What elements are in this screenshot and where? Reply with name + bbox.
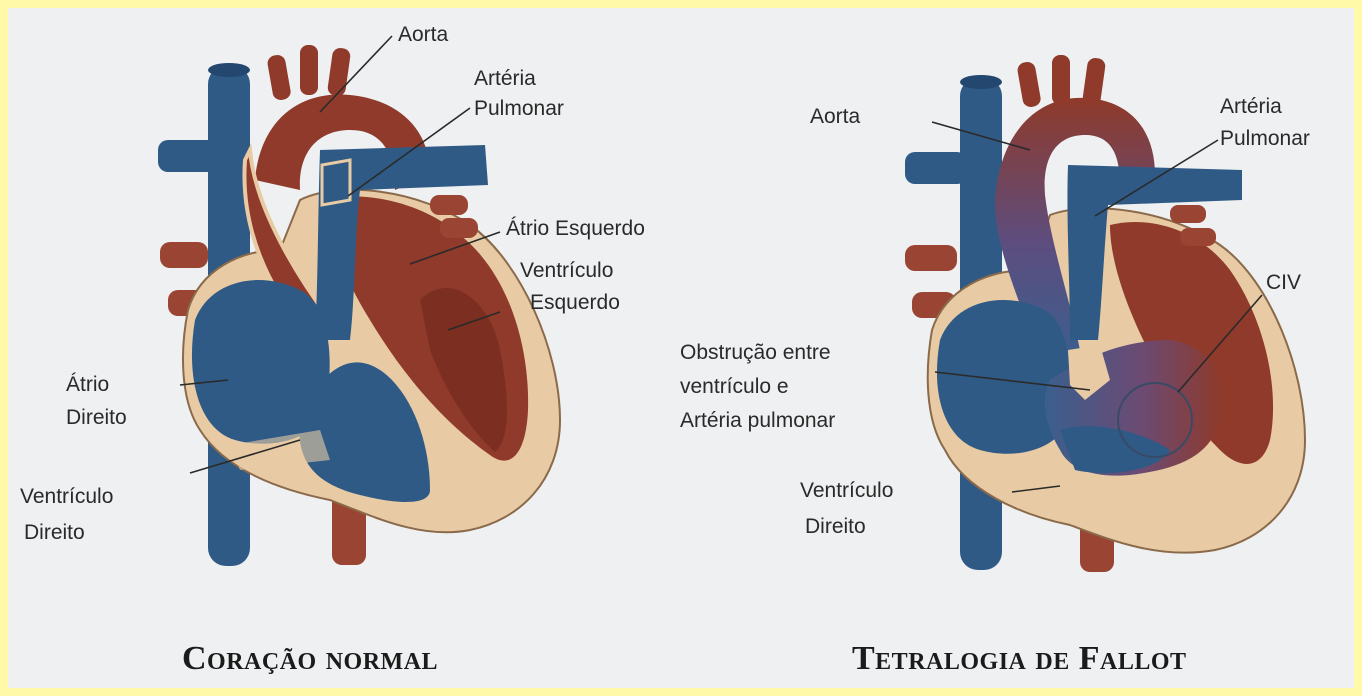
label-fallot-ventriculo-dir-2: Direito [805,514,866,539]
label-normal-atrio-esquerdo: Átrio Esquerdo [506,216,645,241]
caption-normal-heart: Coração normal [182,640,438,678]
label-normal-ventriculo-dir-1: Ventrículo [20,484,113,509]
label-normal-ventriculo-dir-2: Direito [24,520,85,545]
label-fallot-obstrucao-2: ventrículo e [680,374,789,399]
label-normal-ventriculo-esq-2: Esquerdo [530,290,620,315]
label-fallot-civ: CIV [1266,270,1301,295]
label-normal-aorta: Aorta [398,22,448,47]
label-fallot-arteria-1: Artéria [1220,94,1282,119]
label-normal-arteria-1: Artéria [474,66,536,91]
label-normal-arteria-2: Pulmonar [474,96,564,121]
label-normal-atrio-dir-1: Átrio [66,372,109,397]
normal-heart [158,45,560,566]
label-fallot-ventriculo-dir-1: Ventrículo [800,478,893,503]
label-fallot-obstrucao-1: Obstrução entre [680,340,831,365]
label-normal-ventriculo-esq-1: Ventrículo [520,258,613,283]
label-fallot-aorta: Aorta [810,104,860,129]
label-fallot-arteria-2: Pulmonar [1220,126,1310,151]
caption-tetralogia-fallot: Tetralogia de Fallot [852,640,1187,678]
label-fallot-obstrucao-3: Artéria pulmonar [680,408,835,433]
label-normal-atrio-dir-2: Direito [66,405,127,430]
